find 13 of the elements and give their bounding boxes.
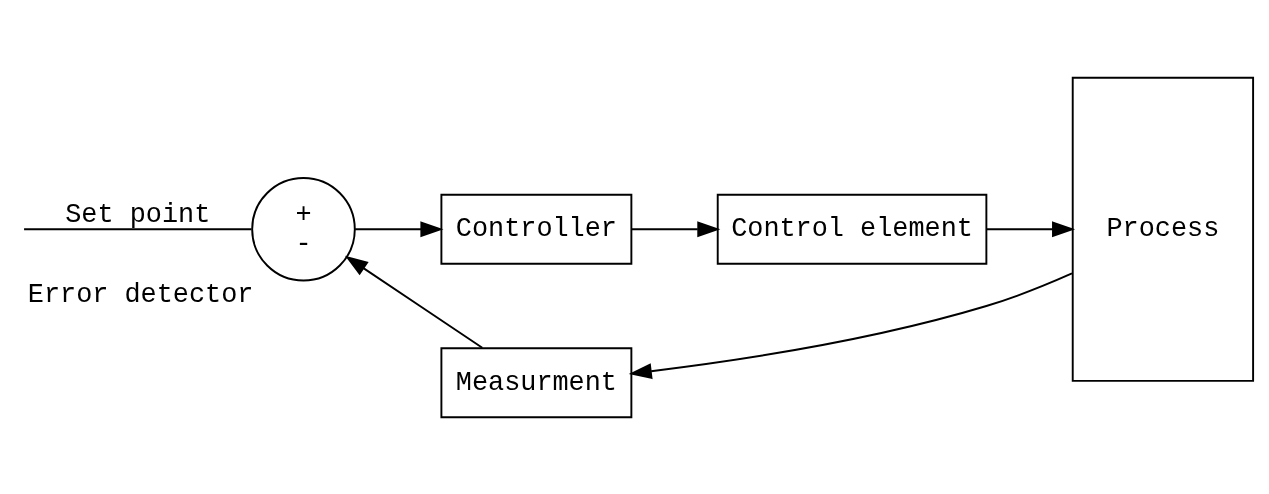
connector (23, 227, 253, 230)
node-label: Error detector (27, 279, 254, 310)
edge-label: Set point (65, 199, 211, 230)
node-box: Controller (440, 193, 633, 265)
arrow (630, 220, 721, 237)
node-box: Measurment (440, 346, 633, 418)
node-box: Control element (716, 193, 988, 265)
node-circle: + - (251, 176, 356, 282)
arrow (354, 220, 444, 237)
node-box: Process (1071, 76, 1255, 382)
arrow (628, 271, 1073, 379)
arrow (345, 255, 484, 349)
arrow (985, 220, 1076, 237)
